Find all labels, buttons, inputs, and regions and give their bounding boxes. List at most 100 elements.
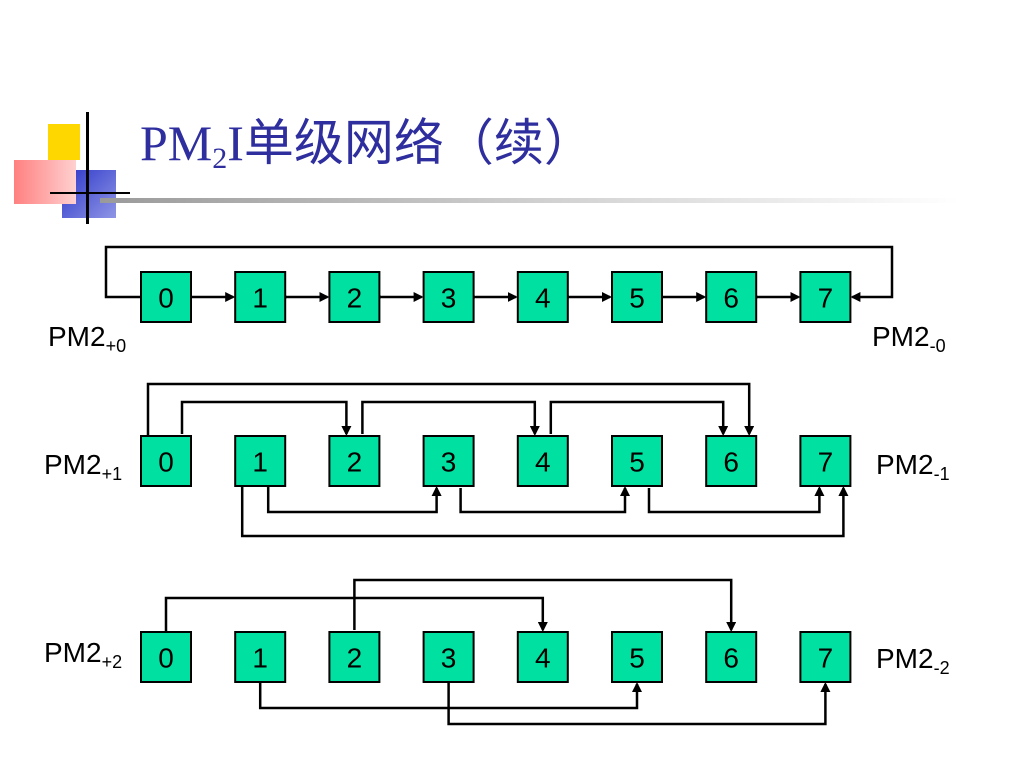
node-box <box>328 271 381 323</box>
node-label: 4 <box>535 283 551 314</box>
node-box <box>234 271 287 323</box>
label-subscript: -0 <box>930 336 946 356</box>
node-box <box>140 631 192 683</box>
node-r1-1: 1 <box>234 435 287 487</box>
decor-red-block <box>14 160 76 204</box>
node-r2-2: 2 <box>328 631 381 683</box>
node-r0-6: 6 <box>705 271 758 323</box>
label-main: PM2 <box>44 637 102 668</box>
node-r0-2: 2 <box>328 271 381 323</box>
node-label: 2 <box>347 283 363 314</box>
node-label: 1 <box>252 283 268 314</box>
link-0-2 <box>180 400 352 436</box>
label-subscript: -1 <box>934 464 950 484</box>
node-box <box>611 631 663 683</box>
node-r2-5: 5 <box>611 631 663 683</box>
node-box <box>705 435 758 487</box>
node-r0-5: 5 <box>611 271 663 323</box>
node-label: 5 <box>629 283 645 314</box>
node-label: 1 <box>252 643 268 674</box>
node-box <box>234 435 287 487</box>
node-r1-7: 7 <box>799 435 852 487</box>
node-r1-3: 3 <box>422 435 475 487</box>
node-box <box>611 435 663 487</box>
node-label: 1 <box>252 447 268 478</box>
node-box <box>799 631 852 683</box>
node-label: 6 <box>723 643 739 674</box>
node-label: 3 <box>441 283 457 314</box>
node-r2-6: 6 <box>705 631 758 683</box>
node-r2-1: 1 <box>234 631 287 683</box>
label-main: PM2 <box>876 643 934 674</box>
label-subscript: +2 <box>102 652 123 672</box>
node-label: 7 <box>818 447 834 478</box>
node-r0-4: 4 <box>516 271 569 323</box>
label-main: PM2 <box>44 449 102 480</box>
node-label: 3 <box>441 643 457 674</box>
node-r2-7: 7 <box>799 631 852 683</box>
node-r1-2: 2 <box>328 435 381 487</box>
node-label: 0 <box>158 283 174 314</box>
node-r0-7: 7 <box>799 271 852 323</box>
label-main: PM2 <box>48 321 106 352</box>
label-subscript: -2 <box>934 658 950 678</box>
link-4-6 <box>549 400 729 436</box>
node-r0-1: 1 <box>234 271 287 323</box>
row2-left-label: PM2+2 <box>44 637 122 672</box>
node-label: 5 <box>629 643 645 674</box>
node-label: 0 <box>158 643 174 674</box>
node-box <box>328 631 381 683</box>
link-1-7 <box>237 480 849 538</box>
node-label: 3 <box>441 447 457 478</box>
node-box <box>516 271 569 323</box>
slide-title: PM2I单级网络（续） <box>140 115 594 175</box>
node-label: 2 <box>347 447 363 478</box>
node-label: 6 <box>723 447 739 478</box>
node-box <box>799 435 852 487</box>
wrap-loop <box>104 245 894 302</box>
link-1-3 <box>263 480 442 514</box>
node-r1-6: 6 <box>705 435 758 487</box>
title-underline <box>100 198 960 203</box>
row1-left-label: PM2+1 <box>44 449 122 484</box>
node-box <box>234 631 287 683</box>
decor-horizontal-line <box>50 192 130 194</box>
node-r1-0: 0 <box>140 435 192 487</box>
node-label: 4 <box>535 447 551 478</box>
node-label: 7 <box>818 283 834 314</box>
link-5-7 <box>647 486 825 514</box>
node-box <box>140 435 192 487</box>
row0-right-label: PM2-0 <box>872 321 946 356</box>
node-box <box>422 271 475 323</box>
row1-right-label: PM2-1 <box>876 449 950 484</box>
row2-right-label: PM2-2 <box>876 643 950 678</box>
node-box <box>611 271 663 323</box>
node-box <box>422 435 475 487</box>
node-r1-5: 5 <box>611 435 663 487</box>
node-label: 6 <box>723 283 739 314</box>
node-r0-3: 3 <box>422 271 475 323</box>
link-0-4 <box>161 596 548 638</box>
node-label: 2 <box>347 643 363 674</box>
node-r2-3: 3 <box>422 631 475 683</box>
node-box <box>422 631 475 683</box>
node-r2-0: 0 <box>140 631 192 683</box>
link-2-6 <box>353 578 737 632</box>
label-subscript: +0 <box>106 336 127 356</box>
node-box <box>799 271 852 323</box>
decor-vertical-line <box>86 112 89 224</box>
node-box <box>516 435 569 487</box>
node-label: 0 <box>158 447 174 478</box>
node-box <box>705 631 758 683</box>
node-box <box>516 631 569 683</box>
node-r1-4: 4 <box>516 435 569 487</box>
node-box <box>705 271 758 323</box>
link-2-4 <box>361 400 540 436</box>
decor-yellow-block <box>48 124 80 160</box>
node-r0-0: 0 <box>140 271 192 323</box>
label-subscript: +1 <box>102 464 123 484</box>
row0-left-label: PM2+0 <box>48 321 126 356</box>
link-0-6 <box>143 382 755 442</box>
node-label: 5 <box>629 447 645 478</box>
